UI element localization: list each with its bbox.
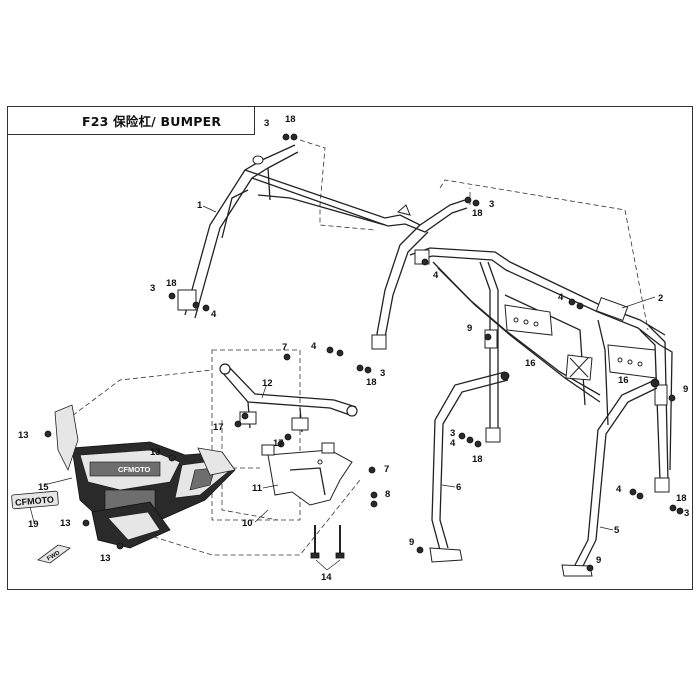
callout-13-a: 13: [18, 430, 29, 441]
fwd-emblem: FWD: [37, 544, 71, 564]
callout-18-c: 18: [166, 278, 177, 289]
callout-18-d: 18: [366, 377, 377, 388]
callout-10: 10: [242, 518, 253, 529]
callout-3-c: 3: [150, 283, 155, 294]
callout-17-a: 17: [213, 422, 224, 433]
part-19-cfmoto-badge: CFMOTO: [11, 490, 59, 510]
leader-lines: [29, 205, 656, 571]
callout-3-e: 3: [450, 428, 455, 439]
fascia-logo: CFMOTO: [118, 465, 151, 474]
page-title: F23 保险杠/ BUMPER: [82, 113, 222, 129]
callout-13-c: 13: [60, 518, 71, 529]
assembly-guide-lines: [59, 139, 649, 556]
part-2-rear-upper-frame: [409, 247, 673, 493]
callout-7-a: 7: [282, 342, 287, 353]
callout-4-b: 4: [211, 309, 217, 320]
callout-1: 1: [197, 200, 203, 211]
callout-3-d: 3: [380, 368, 385, 379]
callout-17-b: 17: [273, 438, 284, 449]
callout-9-c: 9: [409, 537, 414, 548]
part-11-bumper-bracket: [261, 442, 353, 506]
callout-19: 19: [28, 519, 39, 530]
part-12-front-upper-bar: [219, 363, 358, 433]
callout-4-c: 4: [311, 341, 317, 352]
callout-labels: 1 2 3 3 3 3 3 3 4 4 4 4 4 4 5 6 7 7 8 9 …: [18, 114, 689, 583]
callout-2: 2: [658, 293, 663, 304]
callout-7-b: 7: [384, 464, 389, 475]
callout-16-b: 16: [618, 375, 629, 386]
callout-15: 15: [38, 482, 49, 493]
diagram-frame: [7, 106, 693, 590]
callout-5: 5: [614, 525, 620, 536]
callout-9-d: 9: [596, 555, 601, 566]
badge-logo-text: CFMOTO: [15, 494, 55, 507]
callout-18-b: 18: [472, 208, 483, 219]
callout-12: 12: [262, 378, 273, 389]
callout-6: 6: [456, 482, 461, 493]
part-1-front-roll-hoop: [177, 144, 468, 350]
callout-9-a: 9: [467, 323, 472, 334]
callout-18-e: 18: [472, 454, 483, 465]
callout-11: 11: [252, 483, 263, 494]
callout-16-a: 16: [525, 358, 536, 369]
callout-13-b: 13: [150, 447, 161, 458]
part-5-right-lower-tube: [561, 378, 660, 577]
part-15-front-bumper-fascia: CFMOTO: [54, 404, 236, 549]
callout-4-f: 4: [616, 484, 622, 495]
callout-3-f: 3: [684, 508, 689, 519]
part-14-bolts: [310, 525, 345, 559]
callout-3-a: 3: [264, 118, 269, 129]
title-box: F23 保险杠/ BUMPER: [7, 106, 255, 135]
callout-18-a: 18: [285, 114, 296, 125]
callout-4-a: 4: [433, 270, 439, 281]
callout-8: 8: [385, 489, 390, 500]
fasteners: [44, 133, 684, 572]
callout-4-d: 4: [558, 292, 564, 303]
callout-18-f: 18: [676, 493, 687, 504]
callout-4-e: 4: [450, 438, 456, 449]
callout-3-b: 3: [489, 199, 494, 210]
part-6-left-lower-tube: [429, 371, 510, 563]
callout-13-d: 13: [100, 553, 111, 564]
callout-14: 14: [321, 572, 332, 583]
callout-9-b: 9: [683, 384, 688, 395]
